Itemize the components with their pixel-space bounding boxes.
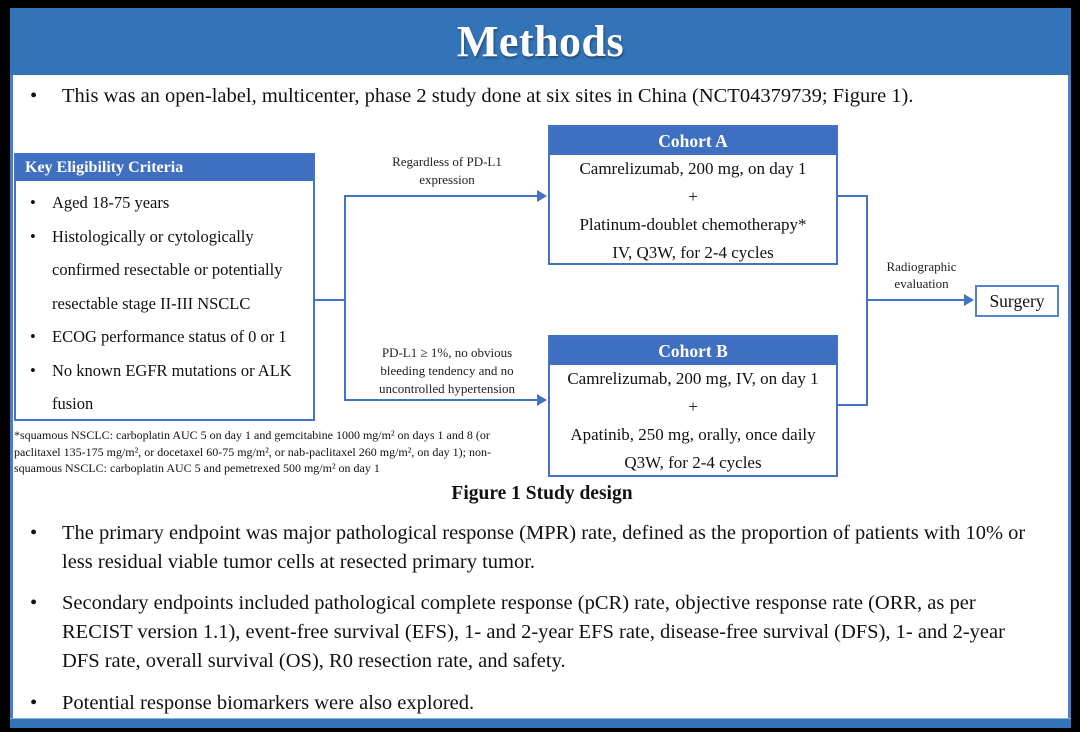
surgery-box: Surgery — [975, 285, 1059, 317]
figure-caption: Figure 1 Study design — [451, 483, 633, 504]
arrowhead-right-icon — [537, 394, 547, 406]
cohort-b-header: Cohort B — [550, 337, 836, 365]
page-title: Methods — [456, 17, 625, 66]
bullet-marker: • — [30, 85, 38, 107]
bottom-bar — [10, 718, 1071, 728]
cohort-a-line: Camrelizumab, 200 mg, on day 1 — [579, 159, 807, 178]
bullet-marker: • — [30, 592, 38, 614]
intro-bullet: • This was an open-label, multicenter, p… — [30, 82, 1040, 111]
eligibility-box: Key Eligibility Criteria • Aged 18-75 yea… — [14, 153, 315, 421]
surgery-label: Surgery — [989, 290, 1045, 311]
secondary-endpoint-bullet: • Secondary endpoints included pathologi… — [30, 589, 1035, 676]
cohort-a-line: Platinum-doublet chemotherapy* — [579, 215, 807, 234]
branch-label-top: Regardless of PD-L1 expression — [392, 154, 502, 187]
eligibility-item: • Aged 18-75 years — [22, 186, 307, 220]
cohort-a-box: Cohort A Camrelizumab, 200 mg, on day 1 … — [548, 125, 838, 265]
biomarker-text: Potential response biomarkers were also … — [62, 692, 475, 714]
connector-to-cohort-b — [344, 399, 537, 401]
bullet-marker: • — [30, 327, 36, 346]
cohort-b-box: Cohort B Camrelizumab, 200 mg, IV, on da… — [548, 335, 838, 477]
bullet-marker: • — [30, 522, 38, 544]
primary-endpoint-bullet: • The primary endpoint was major patholo… — [30, 519, 1035, 577]
connector-cohort-b-out — [838, 404, 868, 406]
cohort-a-line: IV, Q3W, for 2-4 cycles — [612, 243, 774, 262]
cohort-a-header: Cohort A — [550, 127, 836, 155]
connector-branch-vertical — [344, 195, 346, 401]
eligibility-item-text: ECOG performance status of 0 or 1 — [52, 327, 287, 346]
arrowhead-right-icon — [537, 190, 547, 202]
eligibility-item-text: Histologically or cytologically confirme… — [52, 226, 283, 313]
eligibility-header: Key Eligibility Criteria — [16, 155, 313, 181]
title-bar: Methods — [10, 8, 1071, 75]
diagram-footnote: *squamous NSCLC: carboplatin AUC 5 on da… — [14, 428, 492, 475]
cohort-b-line: Q3W, for 2-4 cycles — [624, 453, 762, 472]
eligibility-item: • Histologically or cytologically confirm… — [22, 220, 307, 321]
cohort-b-line: Camrelizumab, 200 mg, IV, on day 1 — [567, 369, 819, 388]
primary-endpoint-text: The primary endpoint was major pathologi… — [62, 522, 1026, 573]
eligibility-item: • No known EGFR mutations or ALK fusion — [22, 354, 307, 421]
intro-bullet-text: This was an open-label, multicenter, pha… — [62, 85, 914, 107]
connector-cohort-a-out — [838, 195, 868, 197]
biomarker-bullet: • Potential response biomarkers were als… — [30, 689, 1035, 718]
connector-to-cohort-a — [344, 195, 537, 197]
eligibility-item-text: Aged 18-75 years — [52, 193, 170, 212]
radiographic-evaluation-label: Radiographic evaluation — [886, 259, 957, 291]
secondary-endpoint-text: Secondary endpoints included pathologica… — [62, 592, 1005, 672]
branch-label-bottom: PD-L1 ≥ 1%, no obvious bleeding tendency… — [378, 345, 516, 396]
bullet-marker: • — [30, 226, 36, 246]
cohort-a-line: + — [688, 187, 698, 206]
eligibility-item-text: No known EGFR mutations or ALK fusion — [52, 360, 292, 414]
arrowhead-right-icon — [964, 294, 974, 306]
eligibility-item: • ECOG performance status of 0 or 1 — [22, 320, 307, 354]
bullet-marker: • — [30, 360, 36, 380]
bullet-marker: • — [30, 193, 36, 212]
cohort-b-line: + — [688, 397, 698, 416]
connector-eligibility-stub — [315, 299, 344, 301]
eligibility-body: • Aged 18-75 years • Histologically or cyt… — [16, 181, 313, 421]
bullet-marker: • — [30, 692, 38, 714]
connector-to-surgery — [866, 299, 965, 301]
cohort-b-line: Apatinib, 250 mg, orally, once daily — [570, 425, 816, 444]
